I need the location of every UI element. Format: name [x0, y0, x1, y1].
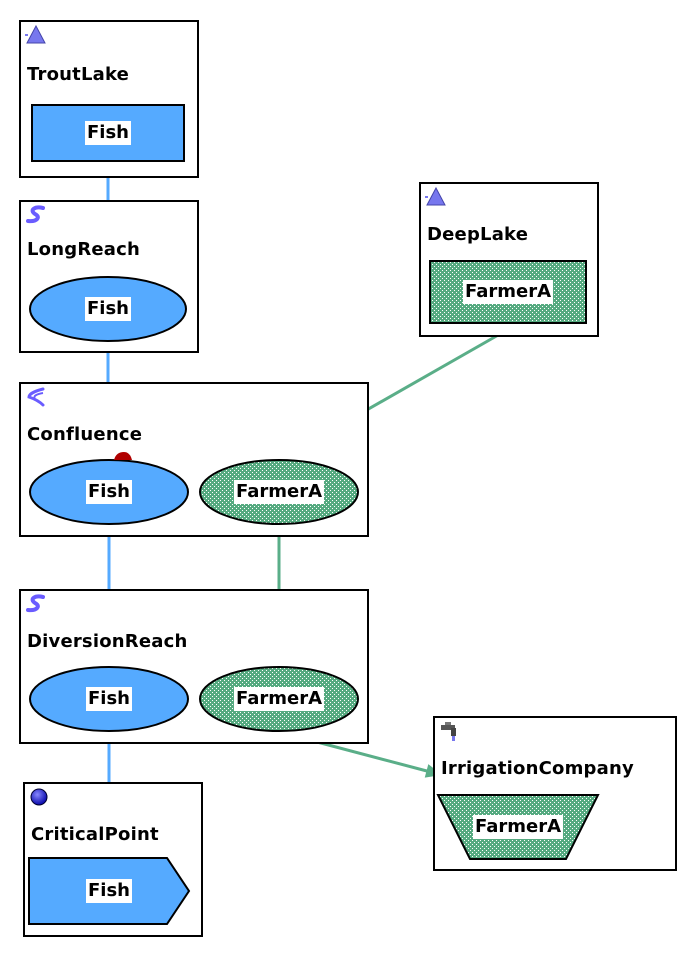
object-label: Fish [86, 480, 132, 504]
object-label: FarmerA [233, 687, 325, 711]
warning-marker-icon [114, 452, 132, 460]
object-label: FarmerA [233, 480, 325, 504]
lake-triangle-icon [425, 186, 446, 206]
lake-triangle-icon [25, 24, 46, 44]
node-title: Confluence [27, 424, 143, 445]
node-title: DeepLake [427, 224, 529, 245]
object-label: Fish [85, 297, 131, 321]
reach-s-icon [26, 594, 45, 613]
object-label: Fish [86, 879, 132, 903]
faucet-icon [441, 722, 456, 741]
object-label: FarmerA [462, 280, 554, 304]
node-title: IrrigationCompany [441, 758, 634, 779]
object-label: Fish [85, 121, 131, 145]
object-label: Fish [86, 687, 132, 711]
node-title: DiversionReach [27, 631, 188, 652]
object-label: FarmerA [472, 815, 564, 839]
node-title: TroutLake [27, 64, 130, 85]
node-title: LongReach [27, 239, 141, 260]
confluence-icon [27, 387, 45, 407]
critical-point-dot-icon [30, 788, 48, 806]
reach-s-icon [26, 205, 45, 224]
node-title: CriticalPoint [31, 824, 159, 845]
